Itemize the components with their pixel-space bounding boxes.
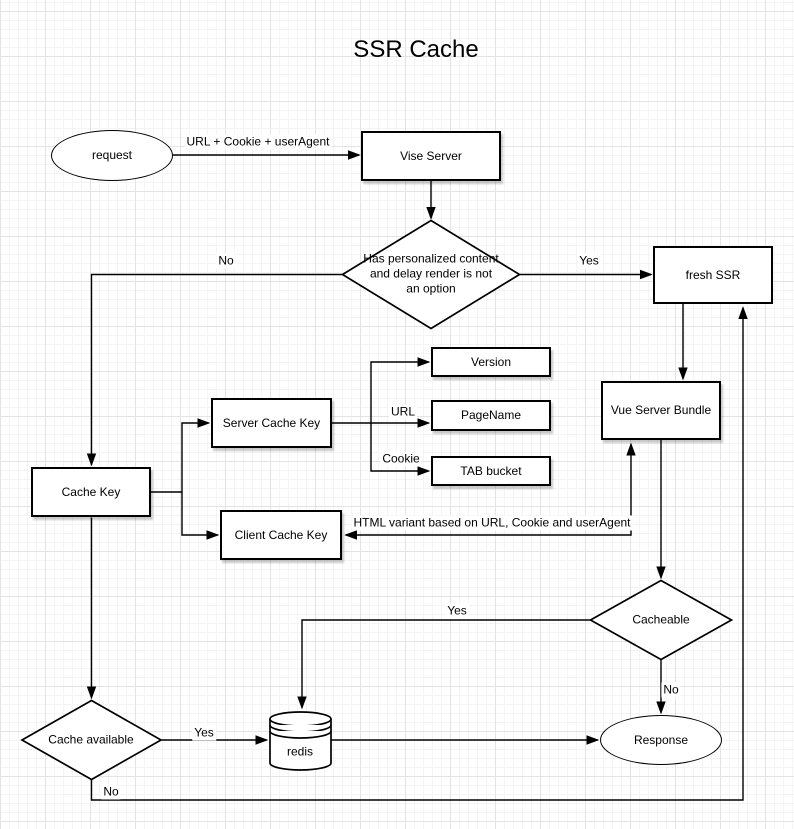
node-client-cache-key[interactable]: Client Cache Key — [220, 510, 342, 560]
node-request[interactable]: request — [51, 130, 173, 181]
node-personalized-label: Has personalized content and delay rende… — [363, 251, 499, 296]
edge-cache-available-no-to-fresh-ssr — [90, 308, 744, 801]
diagram-title: SSR Cache — [353, 36, 479, 63]
edge-cache-key-to-server-cache-key — [181, 423, 209, 492]
edge-personalized-no-to-cache-key — [92, 273, 342, 465]
node-fresh-ssr[interactable]: fresh SSR — [653, 246, 773, 304]
node-redis-label: redis — [286, 744, 314, 759]
edge-label-cacheable-yes: Yes — [445, 603, 469, 619]
edge-label-cacheable-no: No — [661, 682, 681, 698]
node-server-cache-key[interactable]: Server Cache Key — [211, 398, 332, 448]
edge-label-url: URL — [388, 404, 418, 420]
node-tab-bucket[interactable]: TAB bucket — [431, 456, 551, 486]
edge-label-cache-available-no: No — [101, 784, 121, 800]
node-pagename[interactable]: PageName — [431, 400, 551, 431]
edge-label-url-cookie-useragent: URL + Cookie + userAgent — [184, 134, 332, 150]
edge-cache-key-to-client-cache-key — [181, 492, 218, 535]
edge-label-personalized-no: No — [216, 253, 236, 269]
node-cacheable-label: Cacheable — [632, 612, 690, 627]
edge-label-html-variant: HTML variant based on URL, Cookie and us… — [351, 515, 633, 531]
node-cache-key[interactable]: Cache Key — [31, 467, 151, 517]
node-response[interactable]: Response — [600, 715, 722, 765]
node-version[interactable]: Version — [431, 347, 551, 377]
node-cache-available-label: Cache available — [48, 732, 134, 747]
edge-cacheable-yes-to-redis — [302, 619, 590, 708]
node-redis-cylinder[interactable] — [269, 711, 332, 771]
edge-server-cache-key-to-version — [370, 362, 429, 423]
edge-label-personalized-yes: Yes — [577, 253, 601, 269]
node-cacheable-diamond[interactable] — [588, 579, 734, 661]
node-cache-available-diamond[interactable] — [20, 699, 163, 781]
node-vue-server-bundle[interactable]: Vue Server Bundle — [601, 381, 721, 440]
edge-vue-server-bundle-client-cache-key — [346, 445, 631, 536]
edge-label-cookie: Cookie — [380, 451, 422, 467]
node-personalized-diamond[interactable] — [340, 219, 522, 330]
edge-label-cache-available-yes: Yes — [192, 725, 216, 741]
node-vise-server[interactable]: Vise Server — [361, 131, 501, 181]
